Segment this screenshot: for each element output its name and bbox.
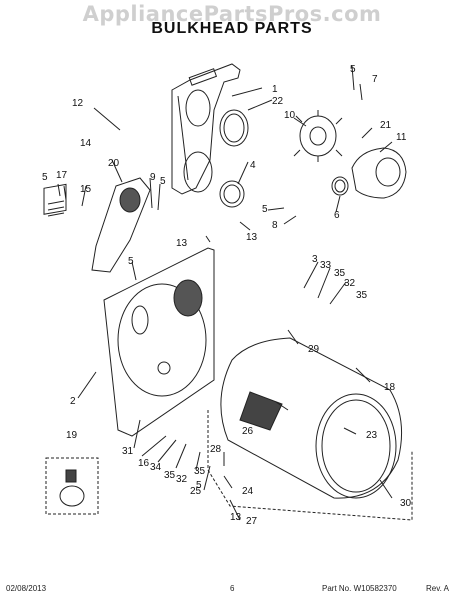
callout-10: 10: [284, 110, 296, 121]
callout-32: 32: [344, 278, 356, 289]
blower-seal: [331, 176, 349, 196]
callout-19: 19: [66, 430, 78, 441]
callout-24: 24: [242, 486, 254, 497]
callout-13: 13: [176, 238, 188, 249]
callout-21: 21: [380, 120, 392, 131]
callout-3: 3: [312, 254, 318, 265]
callout-33: 33: [320, 260, 332, 271]
front-bulkhead: [103, 247, 215, 437]
callout-35b: 35: [356, 290, 368, 301]
callout-7: 7: [372, 74, 378, 85]
thermal-bracket: [43, 183, 67, 217]
callout-5c: 5: [160, 176, 166, 187]
footer-page: 6: [230, 584, 235, 593]
callout-23: 23: [366, 430, 378, 441]
callout-labels: 1 2 3 4 5 5 5 5 5 5 6 7 8 9 10 11 12 13 …: [42, 64, 412, 527]
callout-32b: 32: [176, 474, 188, 485]
callout-15: 15: [80, 184, 92, 195]
callout-35d: 35: [194, 466, 206, 477]
bulkhead-panel: [171, 63, 241, 195]
callout-2: 2: [70, 396, 76, 407]
callout-13b: 13: [246, 232, 258, 243]
callout-31: 31: [122, 446, 134, 457]
lint-duct: [91, 177, 151, 273]
callout-16: 16: [138, 458, 150, 469]
callout-34: 34: [150, 462, 162, 473]
callout-12: 12: [72, 98, 84, 109]
callout-22: 22: [272, 96, 284, 107]
callout-25: 25: [190, 486, 202, 497]
callout-6: 6: [334, 210, 340, 221]
callout-5e: 5: [128, 256, 134, 267]
callout-5b: 5: [42, 172, 48, 183]
callout-13c: 13: [230, 512, 242, 523]
blower-housing: [351, 147, 407, 199]
watermark: AppliancePartsPros.com: [82, 2, 382, 26]
callout-5: 5: [350, 64, 356, 75]
callout-17: 17: [56, 170, 68, 181]
footer-rev: Rev. A: [426, 584, 449, 593]
callout-5f: 5: [196, 480, 202, 491]
blower-wheel: [293, 110, 343, 162]
footer-date: 02/08/2013: [6, 584, 47, 593]
callout-9: 9: [150, 172, 156, 183]
parts-kit-box: [45, 457, 99, 515]
callout-11: 11: [396, 132, 407, 143]
callout-26: 26: [242, 426, 254, 437]
callout-27: 27: [246, 516, 258, 527]
callout-4: 4: [250, 160, 256, 171]
callout-1: 1: [272, 84, 278, 95]
callout-5d: 5: [262, 204, 268, 215]
bearing-ring: [219, 180, 245, 208]
callout-30: 30: [400, 498, 412, 509]
seal-ring: [219, 109, 249, 147]
callout-35c: 35: [164, 470, 176, 481]
drum: [207, 337, 413, 521]
callout-29: 29: [308, 344, 320, 355]
callout-35: 35: [334, 268, 346, 279]
callout-18: 18: [384, 382, 396, 393]
callout-20: 20: [108, 158, 120, 169]
callout-28: 28: [210, 444, 222, 455]
page-title: BULKHEAD PARTS: [151, 20, 313, 37]
callout-8: 8: [272, 220, 278, 231]
footer-part-no: Part No. W10582370: [322, 584, 397, 593]
callout-14: 14: [80, 138, 92, 149]
